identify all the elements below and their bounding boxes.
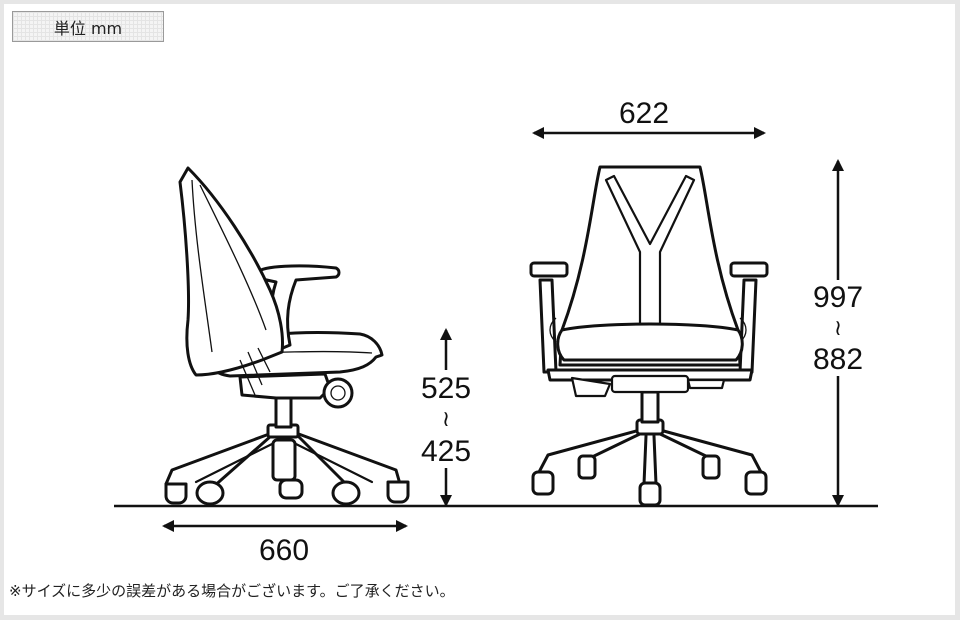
chair-side-view <box>164 166 410 506</box>
seat-height-min-label: 425 <box>421 435 471 468</box>
depth-label: 660 <box>259 534 309 567</box>
seat-height-max-label: 525 <box>421 372 471 405</box>
chair-front-view <box>529 165 769 507</box>
disclaimer-note: ※サイズに多少の誤差がある場合がございます。ご了承ください。 <box>9 582 455 600</box>
seat-height-range-symbol: ≀ <box>442 406 450 431</box>
unit-label-badge: 単位 mm <box>12 11 164 42</box>
overall-height-min-label: 882 <box>813 343 863 376</box>
width-label: 622 <box>619 97 669 130</box>
unit-label: 単位 mm <box>53 18 123 38</box>
diagram-frame <box>4 4 955 615</box>
overall-height-max-label: 997 <box>813 281 863 314</box>
overall-height-range-symbol: ≀ <box>834 315 842 340</box>
